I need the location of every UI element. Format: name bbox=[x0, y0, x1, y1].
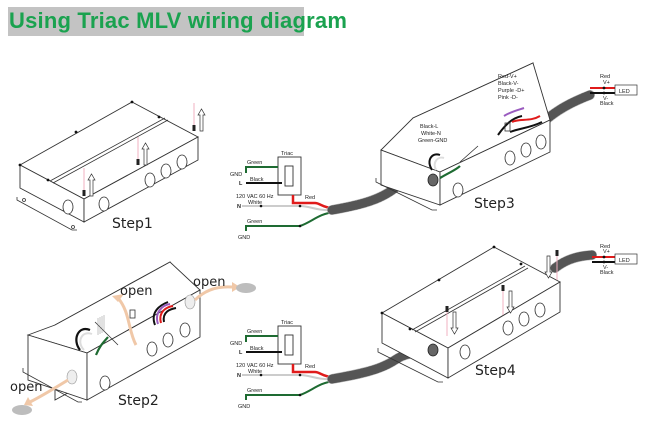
wire-white-label-bottom: White bbox=[248, 369, 262, 375]
led-connector-top bbox=[590, 84, 638, 96]
wire-black-label-bottom: Black bbox=[250, 346, 264, 352]
step3-output-legend-3: Pink -D- bbox=[498, 95, 518, 101]
step3-output-legend-2: Purple -D+ bbox=[498, 88, 524, 94]
wire-green-bottom-label-bottom: Green bbox=[247, 388, 262, 394]
led-top-load: LED bbox=[619, 89, 630, 95]
step3-input-legend-0: Black-L bbox=[420, 124, 438, 130]
led-connector-bottom bbox=[592, 253, 638, 265]
gnd-bottom-label-top: GND bbox=[238, 235, 250, 241]
wire-red-label-bottom: Red bbox=[305, 364, 315, 370]
led-bottom-wire-red: Red bbox=[600, 244, 610, 250]
wire-green-bottom-label-top: Green bbox=[247, 219, 262, 225]
led-top-wire-red: Red bbox=[600, 74, 610, 80]
step2-open-label-left: open bbox=[10, 380, 42, 395]
step3-box bbox=[375, 62, 551, 211]
step1-box bbox=[16, 100, 199, 231]
wire-green-label-bottom: Green bbox=[247, 329, 262, 335]
step4-screws-down-arrows bbox=[445, 250, 559, 336]
triac-panel-top bbox=[242, 156, 335, 231]
triac-label-bottom: Triac bbox=[281, 320, 293, 326]
led-top-pol-plus: V+ bbox=[603, 80, 610, 86]
supply-label-top: 120 VAC 60 Hz bbox=[236, 194, 274, 200]
step2-open-label-top: open bbox=[120, 284, 152, 299]
step4-label: Step4 bbox=[475, 363, 516, 379]
step3-output-legend-0: Red-V+ bbox=[498, 74, 517, 80]
knockout-plug-left bbox=[12, 405, 32, 415]
step3-input-legend-2: Green-GND bbox=[418, 138, 447, 144]
wire-red-label-top: Red bbox=[305, 195, 315, 201]
gnd-bottom-label-bottom: GND bbox=[238, 404, 250, 410]
step2-box bbox=[22, 261, 201, 403]
wire-white-label-top: White bbox=[248, 200, 262, 206]
step1-label: Step1 bbox=[112, 216, 153, 232]
gnd-label-top: GND bbox=[230, 172, 242, 178]
step2-open-arrows bbox=[24, 282, 240, 406]
gnd-label-bottom: GND bbox=[230, 341, 242, 347]
title-bar: Using Triac MLV wiring diagram bbox=[8, 7, 347, 36]
step2-open-label-right: open bbox=[193, 275, 225, 290]
line-label-top: L bbox=[239, 181, 243, 187]
step3-input-legend-1: White-N bbox=[421, 131, 441, 137]
wire-green-label-top: Green bbox=[247, 160, 262, 166]
led-bottom-wire-black: Black bbox=[600, 270, 614, 276]
neutral-label-bottom: N bbox=[237, 373, 241, 379]
neutral-label-top: N bbox=[237, 204, 241, 210]
triac-label-top: Triac bbox=[281, 151, 293, 157]
step3-output-legend-1: Black-V- bbox=[498, 81, 519, 87]
wire-black-label-top: Black bbox=[250, 177, 264, 183]
step4-box bbox=[377, 245, 561, 383]
led-bottom-pol-minus: V- bbox=[603, 265, 608, 271]
step1-screws-up-arrows bbox=[82, 103, 206, 197]
supply-label-bottom: 120 VAC 60 Hz bbox=[236, 363, 274, 369]
led-bottom-load: LED bbox=[619, 258, 630, 264]
knockout-plug-right bbox=[236, 283, 256, 293]
line-label-bottom: L bbox=[239, 350, 243, 356]
page-title: Using Triac MLV wiring diagram bbox=[9, 8, 348, 33]
led-top-pol-minus: V- bbox=[603, 96, 608, 102]
led-top-wire-black: Black bbox=[600, 101, 614, 107]
step3-label: Step3 bbox=[474, 196, 515, 212]
led-bottom-pol-plus: V+ bbox=[603, 249, 610, 255]
step2-label: Step2 bbox=[118, 393, 159, 409]
